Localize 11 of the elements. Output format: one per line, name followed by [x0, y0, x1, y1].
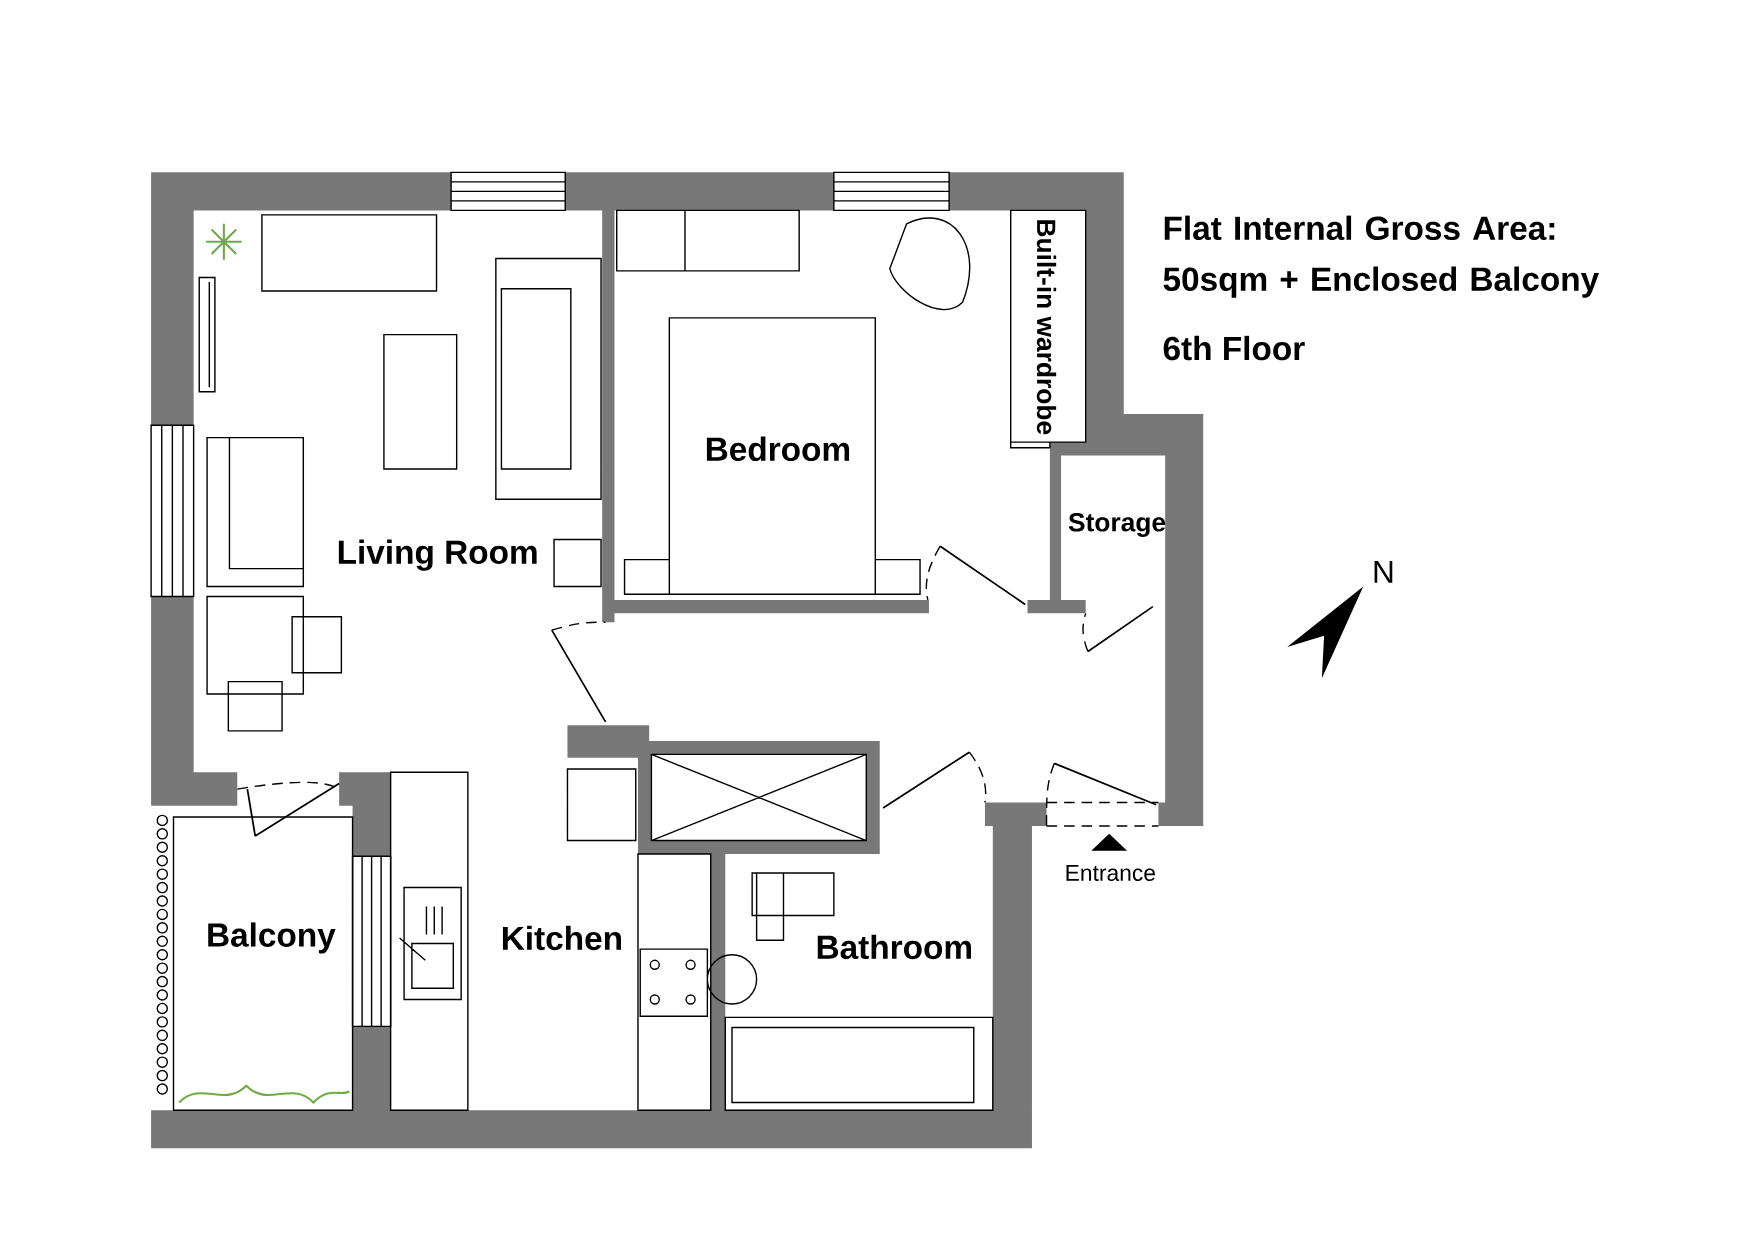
- room-label: Balcony: [208, 922, 336, 954]
- room-label: Bathroom: [817, 934, 971, 960]
- compass-letter: N: [1374, 561, 1393, 583]
- room-label: Storage: [1068, 512, 1166, 537]
- entrance-label: Entrance: [1066, 865, 1155, 881]
- wardrobe-label: Built-in wardrobe: [1036, 220, 1057, 435]
- room-label: Kitchen: [502, 925, 621, 951]
- room-label: Bedroom: [706, 436, 850, 461]
- floor-label: 6th Floor: [1163, 335, 1305, 361]
- room-label: Living Room: [338, 539, 537, 571]
- heading: Flat Internal Gross Area: 50sqm + Enclosed Balcony: [1163, 215, 1600, 298]
